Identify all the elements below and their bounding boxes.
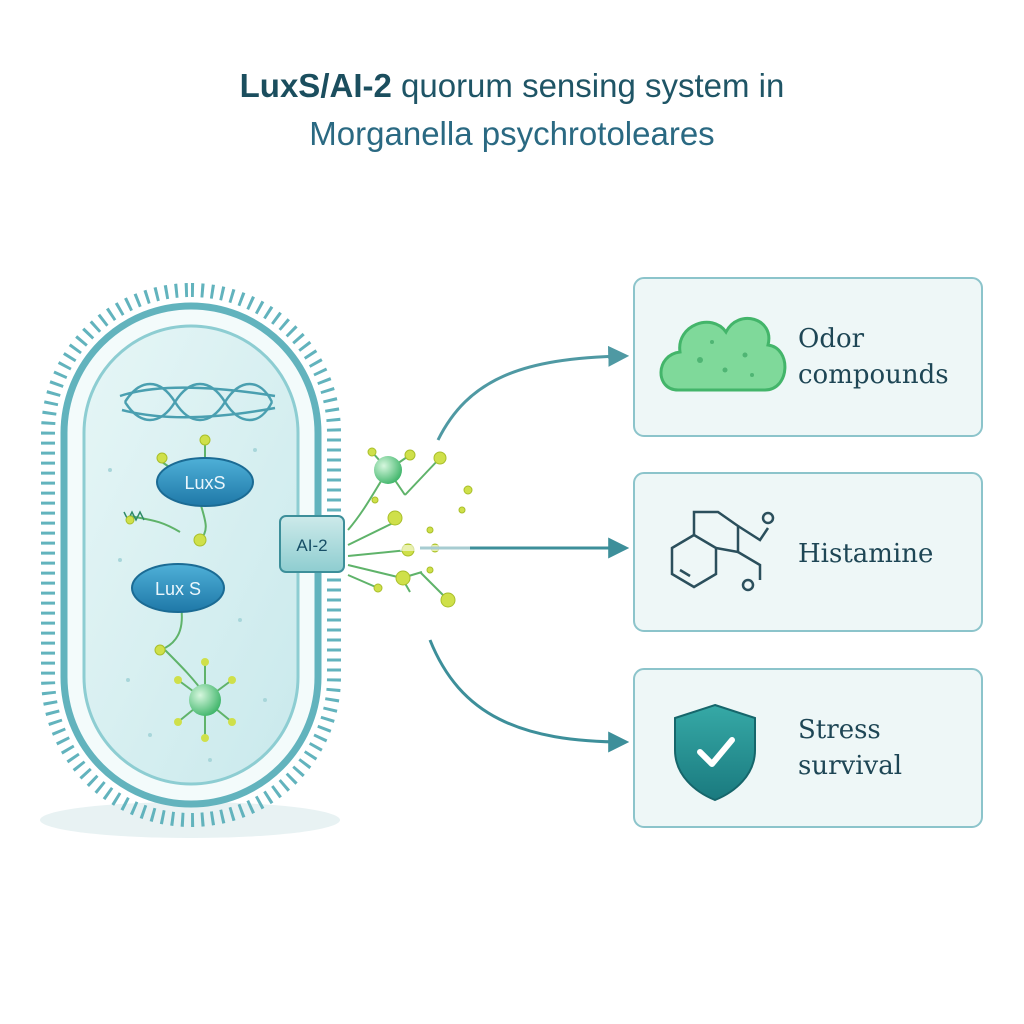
- internal-signal-dots: [125, 434, 211, 656]
- arrow-to-odor: [436, 345, 630, 441]
- molecule-icon: [670, 510, 775, 592]
- stress-label-line-2: survival: [798, 751, 903, 781]
- odor-label-line-2: compounds: [798, 360, 949, 390]
- dna-icon: [119, 382, 276, 422]
- cell-pili: [41, 283, 341, 827]
- ai2-transporter-label: AI-2: [296, 536, 327, 555]
- odor-label-line-1: Odor: [798, 324, 865, 354]
- cytoplasm-particles: [108, 448, 267, 762]
- title-line-1-rest: quorum sensing system in: [391, 67, 785, 104]
- title-system-name: LuxS/AI-2: [239, 67, 392, 104]
- output-card-histamine: [633, 472, 983, 632]
- histamine-label-line-1: Histamine: [798, 539, 934, 569]
- stress-label-line-1: Stress: [798, 715, 881, 745]
- odor-compounds-label: Odor compounds: [798, 321, 949, 393]
- cell-shadow: [40, 802, 340, 838]
- title-line-2: Morganella psychrotoleares: [309, 115, 715, 152]
- histamine-label: Histamine: [798, 536, 933, 572]
- released-ai2-molecules: [347, 447, 473, 608]
- stress-survival-label: Stress survival: [798, 712, 902, 784]
- luxs-enzyme-1: LuxS: [156, 457, 254, 507]
- ai2-transporter: AI-2: [279, 515, 345, 573]
- cloud-icon: [659, 316, 787, 392]
- luxs-enzyme-1-label: LuxS: [184, 473, 225, 493]
- internal-ai2-sphere: [174, 658, 236, 742]
- luxs-enzyme-2-label: Lux S: [155, 579, 201, 599]
- arrow-to-stress: [428, 639, 630, 753]
- diagram-title: LuxS/AI-2 quorum sensing system in Morga…: [0, 62, 1024, 158]
- title-line-1: LuxS/AI-2 quorum sensing system in: [0, 62, 1024, 110]
- luxs-enzyme-2: Lux S: [131, 563, 225, 613]
- output-card-odor: [633, 277, 983, 437]
- shield-check-icon: [674, 703, 756, 802]
